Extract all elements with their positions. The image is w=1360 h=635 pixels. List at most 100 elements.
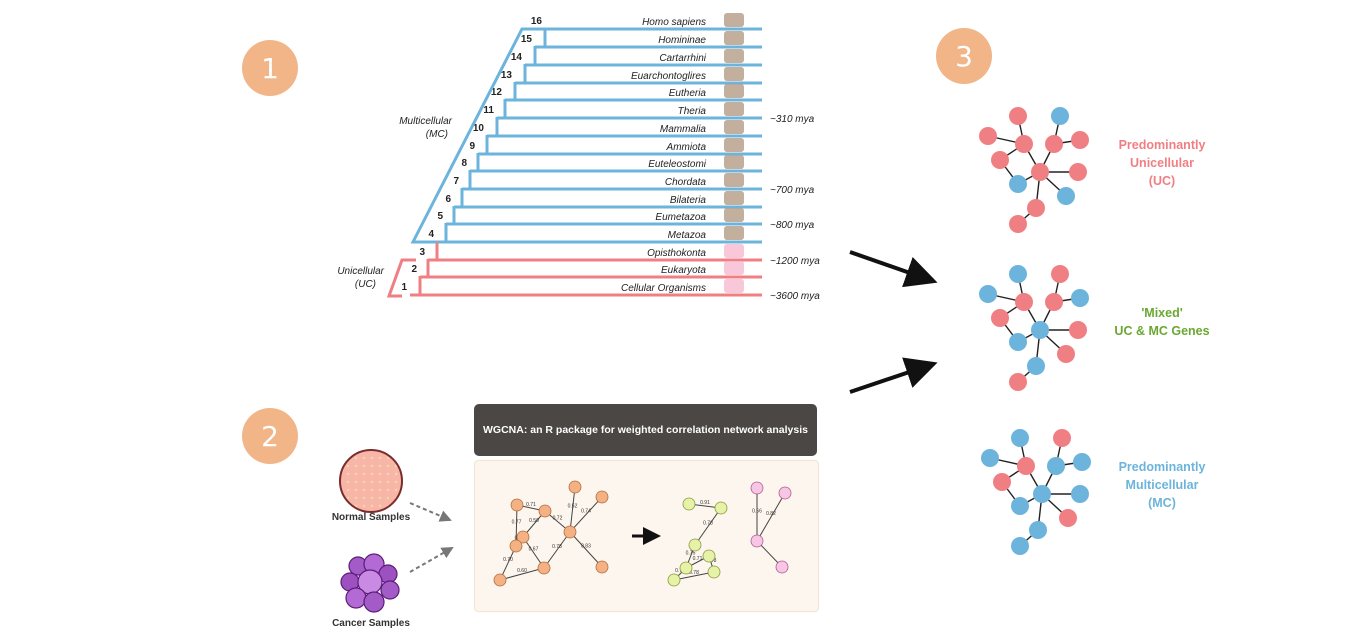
taxon-label: Bilateria bbox=[670, 195, 707, 206]
taxon-label: Homininae bbox=[658, 35, 706, 46]
tree-node-number: 5 bbox=[437, 211, 443, 222]
unicellular-label-abbr: (UC) bbox=[355, 279, 376, 290]
category-label-mixed: 'Mixed' UC & MC Genes bbox=[1092, 304, 1232, 340]
left-network-node bbox=[568, 480, 582, 494]
taxon-label: Metazoa bbox=[668, 230, 707, 241]
taxon-label: Eumetazoa bbox=[655, 212, 706, 223]
left-edge-weight: 0.72 bbox=[553, 516, 563, 522]
step-2-badge: 2 bbox=[242, 408, 298, 464]
right-network-edge bbox=[756, 492, 786, 542]
category-uc-line-3: (UC) bbox=[1148, 174, 1176, 188]
organism-icon bbox=[724, 102, 744, 116]
tree-node-number: 4 bbox=[428, 229, 434, 240]
left-network-edge bbox=[499, 567, 545, 581]
organism-icon bbox=[724, 13, 744, 27]
left-network-node bbox=[510, 498, 524, 512]
right-network-edge bbox=[694, 507, 722, 546]
mya-label: ~3600 mya bbox=[770, 291, 820, 302]
right-network-node bbox=[778, 486, 792, 500]
right-network-node bbox=[702, 549, 716, 563]
organism-icon bbox=[724, 261, 744, 275]
taxon-label: Euarchontoglires bbox=[631, 71, 706, 82]
taxon-label: Eutheria bbox=[669, 88, 707, 99]
right-network-node bbox=[750, 534, 764, 548]
organism-icon bbox=[724, 138, 744, 152]
taxon-label: Homo sapiens bbox=[642, 17, 706, 28]
right-network-node bbox=[714, 501, 728, 515]
left-edge-weight: 0.83 bbox=[581, 544, 591, 550]
category-mixed-line-1: 'Mixed' bbox=[1141, 306, 1183, 320]
tree-node-number: 13 bbox=[501, 70, 513, 81]
right-edge-weight: 0.75 bbox=[686, 551, 696, 557]
tree-node-number: 8 bbox=[461, 158, 467, 169]
left-network-node bbox=[516, 530, 530, 544]
right-edge-weight: 0.91 bbox=[700, 500, 710, 506]
mya-label: ~1200 mya bbox=[770, 256, 820, 267]
multicellular-label-abbr: (MC) bbox=[426, 129, 448, 140]
unicellular-label: Unicellular bbox=[337, 266, 384, 277]
left-edge-weight: 0.67 bbox=[529, 547, 539, 553]
organism-icon bbox=[724, 226, 744, 240]
taxon-label: Eukaryota bbox=[661, 265, 706, 276]
right-edge-weight: 0.82 bbox=[766, 511, 776, 517]
category-mc-line-3: (MC) bbox=[1148, 496, 1176, 510]
wgcna-title: WGCNA: an R package for weighted correla… bbox=[474, 404, 817, 456]
unicellular-bracket bbox=[386, 258, 416, 298]
left-network-node bbox=[595, 560, 609, 574]
taxon-label: Cartarrhini bbox=[659, 53, 706, 64]
left-network-edge bbox=[515, 504, 518, 547]
category-mc-line-1: Predominantly bbox=[1118, 460, 1206, 474]
category-label-uc: Predominantly Unicellular (UC) bbox=[1092, 136, 1232, 190]
tree-node-number: 7 bbox=[453, 176, 459, 187]
left-network-node bbox=[595, 490, 609, 504]
tree-node-number: 15 bbox=[521, 34, 533, 45]
right-network-node bbox=[688, 538, 702, 552]
left-edge-weight: 0.74 bbox=[581, 509, 591, 515]
tree-node-number: 9 bbox=[469, 141, 475, 152]
right-edge-weight: 0.72 bbox=[675, 568, 685, 574]
right-network-node bbox=[707, 565, 721, 579]
organism-icon bbox=[724, 279, 744, 293]
tree-node-number: 1 bbox=[401, 282, 407, 293]
left-network-node bbox=[493, 573, 507, 587]
tree-node-number: 3 bbox=[419, 247, 425, 258]
left-network-node bbox=[537, 561, 551, 575]
right-edge-weight: 0.78 bbox=[689, 570, 699, 576]
organism-icon bbox=[724, 208, 744, 222]
left-network-edge bbox=[569, 531, 603, 568]
tree-node-number: 2 bbox=[411, 264, 417, 275]
tree-node-number: 10 bbox=[473, 123, 485, 134]
taxon-label: Ammiota bbox=[666, 142, 707, 153]
category-mc-line-2: Multicellular bbox=[1125, 478, 1199, 492]
left-network-edge bbox=[569, 486, 576, 533]
organism-icon bbox=[724, 31, 744, 45]
cancer-sample-icon bbox=[340, 553, 400, 613]
organism-icon bbox=[724, 244, 744, 258]
step-1-badge: 1 bbox=[242, 40, 298, 96]
left-network-node bbox=[538, 504, 552, 518]
organism-icon bbox=[724, 49, 744, 63]
tree-node-number: 11 bbox=[483, 105, 494, 116]
taxon-label: Euteleostomi bbox=[648, 159, 707, 170]
category-uc-line-2: Unicellular bbox=[1130, 156, 1194, 170]
tree-node-number: 14 bbox=[511, 52, 523, 63]
organism-icon bbox=[724, 67, 744, 81]
taxon-label: Chordata bbox=[665, 177, 707, 188]
left-network-node bbox=[509, 539, 523, 553]
wgcna-networks: 0.520.740.710.770.720.500.850.670.700.60… bbox=[493, 480, 792, 587]
organism-icon bbox=[724, 191, 744, 205]
right-edge-weight: 0.78 bbox=[703, 521, 713, 527]
right-network-node bbox=[682, 497, 696, 511]
left-network-edge bbox=[543, 531, 571, 569]
right-edge-weight: 0.71 bbox=[693, 556, 703, 562]
left-edge-weight: 0.60 bbox=[517, 568, 527, 574]
organism-icon bbox=[724, 120, 744, 134]
organism-icon bbox=[724, 173, 744, 187]
category-label-mc: Predominantly Multicellular (MC) bbox=[1092, 458, 1232, 512]
right-network-node bbox=[667, 573, 681, 587]
left-network-node bbox=[563, 525, 577, 539]
taxon-label: Cellular Organisms bbox=[621, 283, 706, 294]
category-uc-line-1: Predominantly bbox=[1118, 138, 1206, 152]
